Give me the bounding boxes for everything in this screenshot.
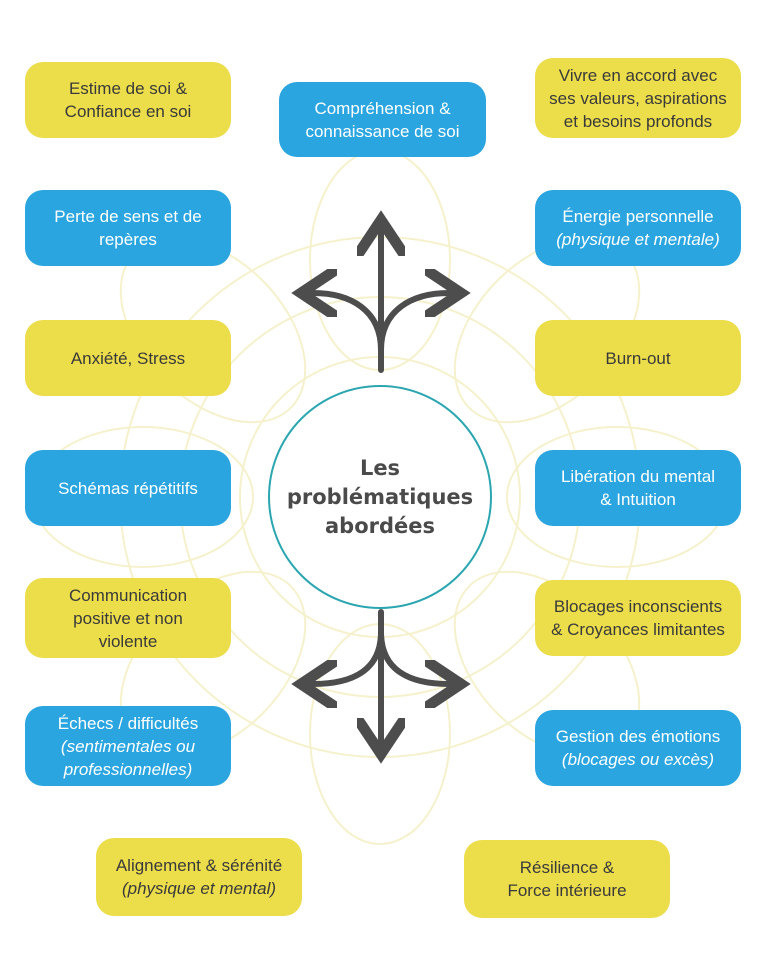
topic-perte-line2: repères <box>99 230 157 249</box>
topic-vivre-line1: Vivre en accord avec <box>558 65 718 85</box>
topic-communication: Communication positive et non violente <box>25 578 231 658</box>
topic-echecs-sub2: professionnelles) <box>63 759 193 779</box>
topic-comprehension-line1: Compréhension & <box>314 98 451 118</box>
topic-communication-line3: violente <box>98 631 158 651</box>
topic-vivre-line3: et besoins profonds <box>563 111 713 131</box>
topic-comprehension-line2: connaissance de soi <box>305 121 460 141</box>
topic-estime: Estime de soi & Confiance en soi <box>25 62 231 138</box>
topic-communication-line2: positive et non <box>73 608 183 628</box>
topic-resilience: Résilience & Force intérieure <box>464 840 670 918</box>
topic-communication-line1: Communication <box>68 585 188 605</box>
topic-schemas: Schémas répétitifs <box>25 450 231 526</box>
topic-vivre-line2: ses valeurs, aspirations <box>549 88 727 108</box>
topic-alignement-line1: Alignement & sérénité <box>115 856 283 875</box>
topic-anxiete: Anxiété, Stress <box>25 320 231 396</box>
topic-perte: Perte de sens et de repères <box>25 190 231 266</box>
center-circle: Les problématiques abordées <box>268 385 492 609</box>
arrow-down-left <box>313 629 384 684</box>
topic-gestion-sub: (blocages ou excès) <box>561 750 715 769</box>
topic-comprehension: Compréhension & connaissance de soi <box>279 82 486 157</box>
topic-burnout: Burn-out <box>535 320 741 396</box>
topic-blocages-line2: & Croyances limitantes <box>551 620 725 639</box>
topic-gestion-line1: Gestion des émotions <box>555 727 721 746</box>
arrow-down-right <box>378 629 449 684</box>
topic-vivre: Vivre en accord avec ses valeurs, aspira… <box>535 58 741 138</box>
topic-energie-line1: Énergie personnelle <box>562 207 714 226</box>
arrow-up-right <box>378 293 449 353</box>
topic-liberation-line2: & Intuition <box>600 490 676 509</box>
topic-anxiete-line1: Anxiété, Stress <box>70 348 186 368</box>
topic-resilience-line2: Force intérieure <box>507 881 627 900</box>
topic-perte-line1: Perte de sens et de <box>54 207 202 226</box>
topic-energie: Énergie personnelle (physique et mentale… <box>535 190 741 266</box>
topic-estime-line2: Confiance en soi <box>64 102 192 121</box>
topic-liberation: Libération du mental & Intuition <box>535 450 741 526</box>
topic-gestion: Gestion des émotions (blocages ou excès) <box>535 710 741 786</box>
topic-blocages-line1: Blocages inconscients <box>553 597 723 616</box>
topic-liberation-line1: Libération du mental <box>560 467 716 486</box>
topic-alignement: Alignement & sérénité (physique et menta… <box>96 838 302 916</box>
topic-estime-line1: Estime de soi & <box>68 79 188 98</box>
topic-resilience-line1: Résilience & <box>519 858 615 877</box>
topic-energie-sub: (physique et mentale) <box>556 230 720 249</box>
topic-echecs-line1: Échecs / difficultés <box>57 713 199 733</box>
arrow-up-left <box>313 293 384 353</box>
topic-schemas-line1: Schémas répétitifs <box>58 478 198 498</box>
topic-blocages: Blocages inconscients & Croyances limita… <box>535 580 741 656</box>
topic-burnout-line1: Burn-out <box>605 348 671 368</box>
topic-echecs: Échecs / difficultés (sentimentales ou p… <box>25 706 231 786</box>
topic-echecs-sub1: (sentimentales ou <box>60 736 196 756</box>
topic-alignement-sub: (physique et mental) <box>121 879 277 898</box>
center-title: Les problématiques abordées <box>286 455 474 538</box>
